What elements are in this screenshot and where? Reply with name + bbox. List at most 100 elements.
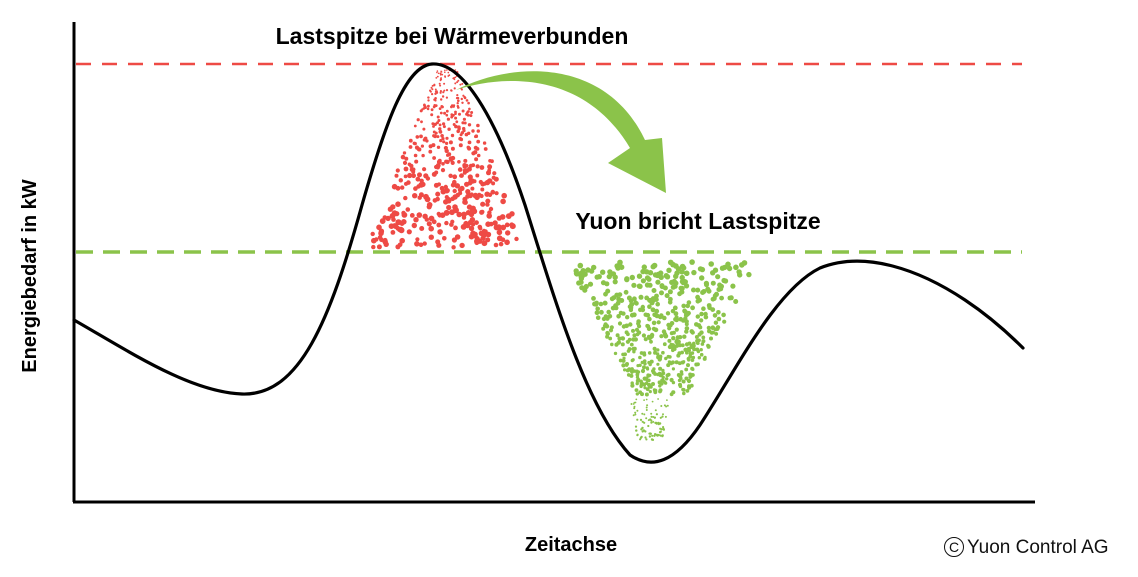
shifted-dot: [649, 332, 655, 338]
shifted-dot: [722, 319, 727, 324]
peak-dot: [441, 137, 445, 141]
peak-dot: [445, 109, 449, 113]
peak-dot: [454, 76, 457, 79]
peak-dot: [376, 244, 382, 250]
shifted-dot: [627, 337, 632, 342]
peak-dot: [442, 91, 445, 94]
peak-dot: [404, 181, 408, 186]
shifted-dot: [661, 375, 665, 380]
shifted-dot: [659, 290, 664, 296]
shifted-dot: [695, 287, 701, 293]
shifted-dot: [645, 398, 648, 401]
demand-curve: [72, 62, 1025, 464]
peak-dot: [448, 156, 453, 161]
shifted-dot: [619, 298, 625, 303]
peak-dot: [467, 123, 472, 127]
shifted-dot: [653, 389, 658, 394]
peak-dot: [475, 173, 480, 178]
peak-dot: [456, 96, 460, 100]
peak-dot: [463, 96, 467, 100]
shifted-dot: [624, 363, 629, 367]
peak-dot: [405, 207, 411, 212]
peak-dot: [389, 213, 396, 219]
shifted-dot: [605, 331, 610, 336]
shifted-dot: [610, 342, 614, 347]
curved-arrow-icon: [456, 71, 666, 193]
shifted-dot: [709, 330, 714, 335]
shifted-dot: [691, 355, 696, 360]
shifted-dot: [643, 421, 646, 424]
shifted-dot: [651, 320, 657, 326]
shifted-dot: [641, 264, 647, 270]
shifted-dot: [658, 366, 663, 371]
peak-dot: [481, 232, 487, 238]
peak-dot: [432, 156, 436, 160]
shifted-dot: [635, 375, 640, 379]
peak-dot: [471, 163, 476, 168]
shifted-dot: [578, 276, 585, 282]
shifted-dot: [644, 381, 649, 385]
peak-dot: [371, 244, 376, 250]
shifted-dot: [630, 403, 633, 405]
shifted-dot: [645, 409, 648, 411]
shifted-dot: [636, 330, 642, 335]
shifted-dot: [695, 298, 701, 304]
peak-dot: [444, 159, 449, 164]
shifted-dot: [607, 314, 613, 319]
peak-dot: [474, 238, 480, 245]
shifted-dot: [640, 435, 643, 439]
peak-dot: [453, 87, 456, 90]
shifted-dot: [659, 427, 662, 430]
shifted-dot: [659, 434, 662, 437]
peak-dot: [420, 120, 423, 124]
peak-dot: [447, 71, 450, 74]
shifted-dot: [648, 435, 652, 438]
peak-dot: [457, 125, 461, 129]
shifted-dot: [699, 352, 704, 357]
peak-dot: [441, 73, 444, 76]
peak-dot: [501, 192, 508, 199]
peak-load-dots: [370, 69, 519, 250]
peak-dot: [454, 124, 458, 129]
peak-dot: [450, 115, 454, 119]
peak-dot: [440, 134, 444, 138]
shifted-dot: [656, 348, 660, 352]
shifted-dot: [633, 407, 636, 410]
peak-dot: [443, 111, 447, 115]
peak-dot: [455, 234, 461, 240]
peak-dot: [438, 127, 442, 131]
peak-dot: [416, 147, 421, 152]
peak-dot: [452, 105, 455, 108]
shifted-dot: [687, 358, 691, 362]
peak-dot: [475, 164, 480, 169]
peak-dot: [436, 211, 441, 216]
peak-dot: [436, 71, 438, 74]
peak-dot: [430, 86, 433, 89]
shifted-dot: [686, 363, 690, 368]
shifted-dot: [603, 322, 608, 327]
peak-dot: [432, 198, 438, 203]
peak-dot: [409, 163, 414, 169]
shifted-dot: [658, 388, 663, 393]
peak-dot: [436, 135, 440, 139]
shifted-dot: [678, 316, 683, 322]
peak-dot: [433, 84, 436, 86]
shifted-dot: [650, 412, 653, 415]
shifted-dot: [706, 288, 712, 294]
peak-dot: [500, 224, 507, 231]
shifted-dot: [702, 356, 707, 361]
shifted-dot: [695, 339, 699, 343]
peak-dot: [444, 220, 449, 226]
peak-dot: [446, 117, 450, 121]
peak-dot: [457, 187, 463, 193]
shifted-dot: [690, 351, 695, 355]
peak-dot: [443, 82, 446, 85]
shifted-dot: [645, 417, 648, 420]
peak-dot: [439, 111, 443, 115]
shifted-dot: [663, 381, 668, 385]
peak-dot: [403, 166, 409, 172]
shifted-dot: [588, 268, 595, 274]
peak-dot: [447, 127, 451, 131]
shifted-dot: [680, 343, 685, 348]
